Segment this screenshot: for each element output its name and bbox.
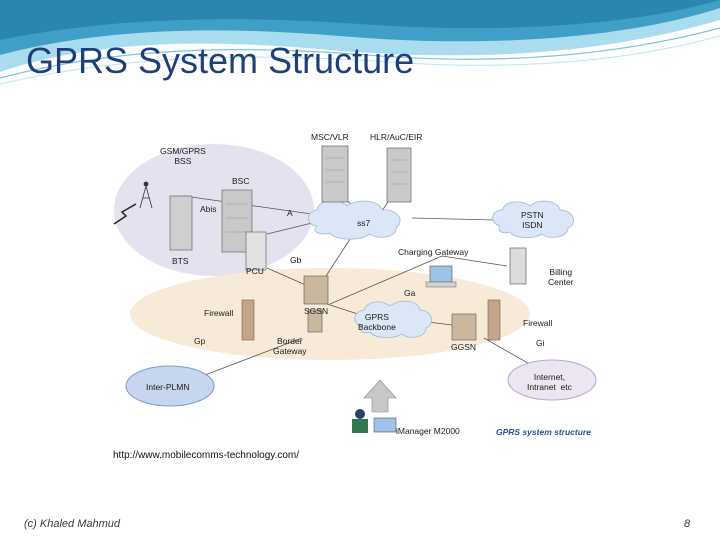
hlr-cabinet — [386, 147, 412, 203]
label-gb: Gb — [290, 255, 302, 265]
antenna-tower-icon — [139, 181, 153, 209]
label-inter-plmn: Inter-PLMN — [146, 382, 190, 392]
label-imanager: iManager M2000 — [396, 426, 460, 436]
label-border-gateway: Border Gateway — [273, 336, 307, 356]
inter-plmn-network — [125, 365, 215, 407]
diagram-caption: GPRS system structure — [496, 427, 591, 437]
label-sgsn: SGSN — [304, 306, 329, 316]
label-firewall-left: Firewall — [204, 308, 234, 318]
msc-vlr-cabinet — [321, 145, 349, 203]
gprs-network-diagram — [113, 144, 597, 433]
label-charging-gateway: Charging Gateway — [398, 247, 469, 257]
upload-arrow-icon — [363, 379, 397, 413]
core-network-area — [130, 268, 530, 360]
label-a: A — [287, 208, 293, 218]
label-pstn-isdn: PSTN ISDN — [521, 210, 544, 230]
label-bts: BTS — [172, 256, 189, 266]
pcu-unit — [245, 231, 267, 271]
label-ggsn: GGSN — [451, 342, 477, 352]
label-abis: Abis — [200, 204, 217, 214]
firewall-right-icon — [487, 299, 501, 341]
header-wave-decoration — [0, 0, 720, 85]
label-ss7: ss7 — [357, 218, 371, 228]
operator-terminal — [373, 417, 397, 433]
billing-server — [509, 247, 527, 285]
firewall-left-icon — [241, 299, 255, 341]
bts-cabinet — [169, 195, 193, 251]
page-number: 8 — [684, 518, 691, 530]
label-msc-vlr: MSC/VLR — [311, 132, 349, 142]
label-gp: Gp — [194, 336, 206, 346]
border-gateway-unit — [307, 309, 323, 333]
label-billing-center: Billing Center — [548, 267, 574, 287]
gprs-backbone-cloud — [354, 300, 433, 338]
internet-network — [507, 359, 597, 401]
charging-workstation — [429, 265, 453, 283]
source-url: http://www.mobilecomms-technology.com/ — [113, 450, 299, 461]
label-firewall-right: Firewall — [523, 318, 553, 328]
label-bsc: BSC — [232, 176, 250, 186]
label-gprs-backbone: GPRS Backbone — [358, 312, 396, 332]
footer-author: (c) Khaled Mahmud — [24, 518, 120, 530]
label-internet-intranet: Internet, Intranet etc — [527, 372, 572, 392]
wireless-link-icon — [113, 203, 137, 225]
label-ga: Ga — [404, 288, 416, 298]
sgsn-unit — [303, 275, 329, 305]
slide-title: GPRS System Structure — [26, 40, 415, 81]
pstn-cloud — [492, 200, 574, 238]
label-gsm-gprs-bss: GSM/GPRS BSS — [160, 146, 206, 166]
label-pcu: PCU — [246, 266, 264, 276]
ss7-cloud — [307, 200, 401, 240]
ggsn-unit — [451, 313, 477, 341]
label-hlr-auc-eir: HLR/AuC/EIR — [370, 132, 423, 142]
label-gi: Gi — [536, 338, 545, 348]
